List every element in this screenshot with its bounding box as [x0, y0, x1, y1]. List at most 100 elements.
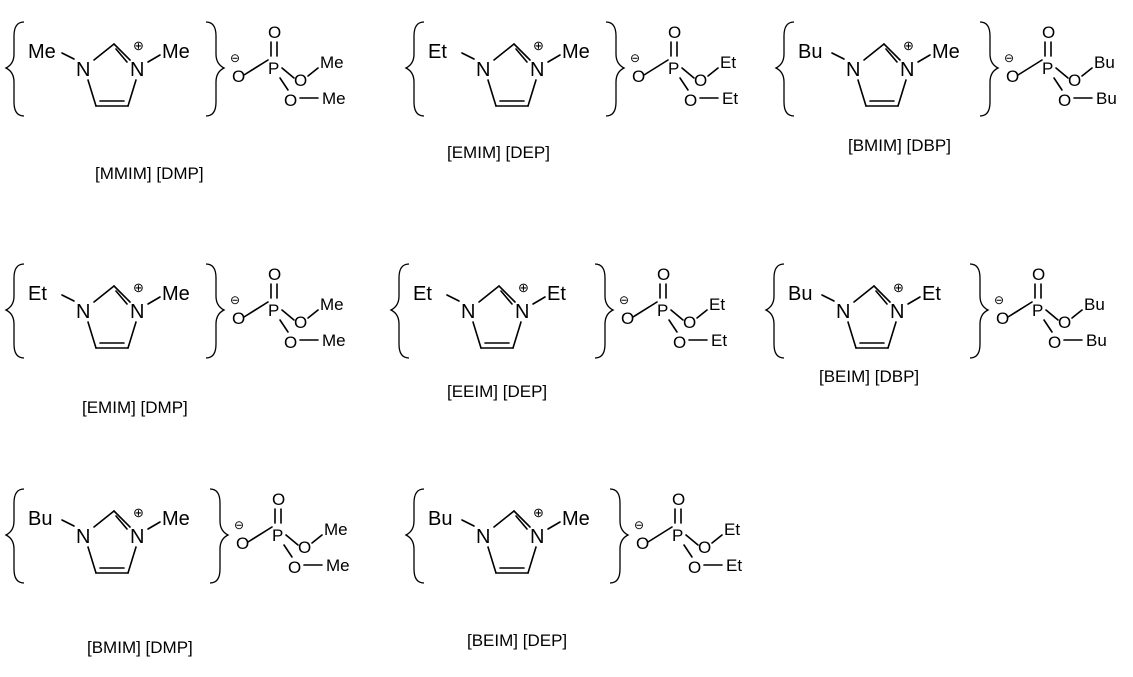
compound-label: [BEIM] [DEP] — [467, 631, 568, 650]
n3-substituent: Me — [562, 508, 590, 530]
left-brace — [4, 21, 25, 117]
n1-atom: N — [846, 59, 860, 81]
right-brace — [205, 21, 226, 117]
p-o-ester-bond-1 — [281, 67, 295, 79]
compound-label: [BMIM] [DBP] — [848, 136, 951, 155]
ring-bond-c2-n3 — [113, 285, 131, 303]
n1-atom: N — [76, 59, 90, 81]
left-brace — [764, 263, 785, 359]
n1-bond — [461, 52, 475, 60]
n3-bond — [147, 54, 161, 63]
ring-bond-n1-c5 — [847, 321, 857, 349]
positive-charge: ⊕ — [133, 505, 144, 520]
n3-atom: N — [530, 526, 544, 548]
phosphorus-atom: P — [657, 301, 668, 320]
o-r1-bond — [696, 309, 708, 319]
n1-bond — [61, 519, 75, 527]
positive-charge: ⊕ — [893, 280, 904, 295]
ring-bond-n1-c2 — [93, 510, 115, 528]
ester-r2: Me — [322, 89, 346, 108]
n3-substituent: Me — [162, 41, 190, 63]
p-o-ester-bond-1 — [670, 309, 684, 321]
ring-double-bond — [885, 48, 898, 63]
phosphorus-atom: P — [268, 301, 279, 320]
ester-r2: Et — [711, 331, 727, 350]
n3-atom: N — [515, 301, 529, 323]
phosphoryl-oxygen: O — [268, 265, 281, 284]
ester-oxygen-2: O — [284, 91, 297, 110]
phosphorus-atom: P — [1032, 301, 1043, 320]
ester-r1: Me — [320, 53, 344, 72]
n1-bond — [61, 52, 75, 60]
p-o-minus-bond — [1017, 59, 1043, 76]
ring-bond-n3-c4 — [527, 546, 537, 574]
ester-r1: Bu — [1084, 295, 1105, 314]
ester-r1: Et — [720, 53, 736, 72]
compound-label: [EMIM] [DEP] — [447, 143, 550, 162]
compound-label: [MMIM] [DMP] — [95, 164, 204, 183]
o-r1-bond — [307, 309, 319, 319]
ring-bond-n3-c4 — [127, 546, 137, 574]
p-o-ester-bond-2 — [1043, 319, 1053, 333]
phosphorus-atom: P — [272, 526, 283, 545]
right-brace — [594, 263, 615, 359]
ester-oxygen-2: O — [1058, 91, 1071, 110]
n1-substituent: Bu — [798, 41, 822, 63]
phosphorus-atom: P — [1042, 59, 1053, 78]
left-brace — [4, 488, 25, 584]
ring-bond-n1-c2 — [493, 43, 515, 61]
ester-r1: Me — [320, 295, 344, 314]
p-o-ester-bond-2 — [668, 319, 678, 333]
p-o-minus-bond — [243, 301, 269, 318]
phosphorus-atom: P — [668, 59, 679, 78]
ring-double-bond — [115, 290, 128, 305]
ring-bond-n3-c4 — [527, 79, 537, 107]
n3-atom: N — [900, 59, 914, 81]
n1-substituent: Bu — [28, 508, 52, 530]
o-r1-bond — [1071, 309, 1083, 319]
p-o-ester-bond-2 — [679, 77, 689, 91]
ester-r2: Et — [722, 89, 738, 108]
o-r1-bond — [711, 534, 723, 544]
p-o-ester-bond-2 — [1053, 77, 1063, 91]
p-o-minus-bond — [1007, 301, 1033, 318]
ring-double-bond — [515, 48, 528, 63]
left-brace — [389, 263, 410, 359]
n1-bond — [61, 294, 75, 302]
p-o-ester-bond-2 — [683, 544, 693, 558]
compound-label: [EEIM] [DEP] — [447, 382, 548, 401]
ester-r1: Et — [724, 520, 740, 539]
positive-charge: ⊕ — [533, 505, 544, 520]
ring-double-bond — [515, 515, 528, 530]
negative-charge: ⊖ — [230, 293, 240, 307]
n3-atom: N — [130, 526, 144, 548]
positive-charge: ⊕ — [533, 38, 544, 53]
n3-substituent: Et — [922, 283, 941, 305]
ring-bond-n1-c2 — [478, 285, 500, 303]
p-o-ester-bond-1 — [285, 534, 299, 546]
left-brace — [774, 21, 795, 117]
phosphoryl-oxygen: O — [268, 23, 281, 42]
ring-double-bond — [875, 290, 888, 305]
n1-substituent: Me — [28, 41, 56, 63]
p-o-ester-bond-1 — [681, 67, 695, 79]
phosphorus-atom: P — [672, 526, 683, 545]
ester-oxygen-1: O — [294, 313, 307, 332]
right-brace — [609, 488, 630, 584]
negative-charge: ⊖ — [630, 51, 640, 65]
n3-substituent: Me — [932, 41, 960, 63]
phosphoryl-oxygen: O — [272, 490, 285, 509]
ester-oxygen-1: O — [294, 71, 307, 90]
n3-bond — [532, 296, 546, 305]
negative-charge: ⊖ — [234, 518, 244, 532]
n1-substituent: Bu — [428, 508, 452, 530]
ring-bond-n1-c5 — [472, 321, 482, 349]
positive-charge: ⊕ — [518, 280, 529, 295]
phosphoryl-oxygen: O — [668, 23, 681, 42]
